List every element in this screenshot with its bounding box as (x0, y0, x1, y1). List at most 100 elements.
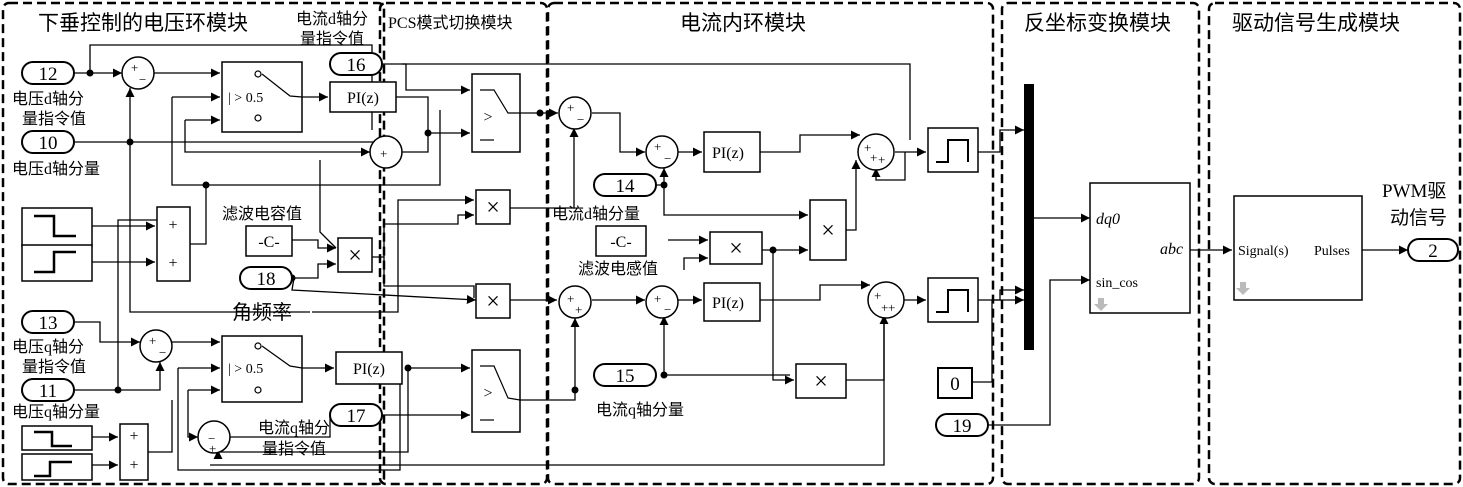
pcs-switch-q-cond: > (483, 385, 492, 402)
svg-text:+: + (567, 100, 574, 115)
svg-text:×: × (486, 289, 500, 315)
svg-text:−: − (159, 345, 166, 360)
signal-port-label: Signal(s) (1238, 244, 1289, 259)
droop-module-frame (1, 1, 386, 486)
gain-cap-label: -C- (258, 234, 279, 251)
svg-text:+: + (888, 300, 895, 315)
svg-text:−: − (577, 112, 584, 127)
inverse-module-title: 反坐标变换模块 (1024, 11, 1171, 35)
ind-label: 滤波电感值 (578, 260, 658, 278)
inner-module-frame (546, 1, 995, 486)
id-ref-label-2: 量指令值 (300, 30, 364, 48)
svg-text:+: + (567, 291, 574, 306)
svg-text:+: + (864, 140, 871, 155)
omega-label: 角频率 (232, 301, 292, 324)
svg-text:+: + (878, 152, 885, 167)
port-11-label: 11 (39, 381, 57, 402)
sincos-port-label: sin_cos (1096, 276, 1138, 291)
uq-ref-label-2: 量指令值 (22, 358, 86, 376)
svg-text:×: × (348, 243, 362, 269)
sum-droop-d (121, 56, 155, 90)
svg-text:+: + (654, 291, 661, 306)
svg-text:+: + (881, 300, 888, 315)
dq0-port-label: dq0 (1096, 211, 1120, 228)
const-0-label: 0 (950, 374, 960, 395)
pi-voltage-d (329, 81, 397, 113)
gain-ind-label: -C- (610, 234, 631, 251)
mult-id-omega (809, 199, 847, 261)
svg-text:+: + (149, 333, 156, 348)
id-ref-label-1: 电流d轴分 (296, 10, 368, 28)
pcs-switch-d-cond: > (483, 109, 492, 126)
svg-text:+: + (129, 457, 138, 474)
adder-steps-q (119, 423, 149, 481)
step-source-4 (21, 453, 93, 481)
sum-inner-d3 (857, 133, 895, 171)
sum-droop-q (139, 329, 173, 363)
port-17-label: 17 (347, 406, 366, 427)
svg-text:−: − (208, 431, 215, 446)
sum-inner-q3 (867, 281, 905, 319)
switch-q-threshold: | > 0.5 (228, 362, 263, 377)
ud-ref-label-1: 电压d轴分 (12, 90, 84, 108)
abc-port-label: abc (1160, 241, 1183, 258)
pcs-module-frame (378, 1, 549, 486)
droop-module-title: 下垂控制的电压环模块 (38, 11, 248, 35)
mult-q-cross (475, 283, 511, 319)
cap-label: 滤波电容值 (222, 205, 302, 223)
pi-current-d (703, 131, 761, 173)
svg-text:+: + (129, 428, 138, 445)
step-source-1 (21, 207, 93, 247)
svg-text:+: + (380, 146, 387, 161)
svg-text:+: + (131, 60, 138, 75)
port-18 (239, 266, 293, 290)
port-13-label: 13 (39, 313, 58, 334)
port-10 (21, 130, 75, 154)
pwm-generator (1233, 195, 1363, 301)
sum-inner-d2 (645, 135, 679, 169)
iq-ref-label-1: 电流q轴分 (258, 419, 330, 437)
pi-current-q-label: PI(z) (712, 295, 744, 312)
port-17 (329, 403, 383, 427)
port-2-label: 2 (1428, 241, 1438, 262)
sum-droop-d2 (369, 135, 403, 169)
dq0-abc-transform (1089, 182, 1191, 314)
port-19 (935, 413, 989, 437)
pwm-label-2: 动信号 (1390, 207, 1447, 229)
const-0 (937, 367, 973, 399)
mult-ind (709, 231, 763, 265)
port-12-label: 12 (39, 64, 58, 85)
sum-inner-d1 (558, 96, 592, 130)
pi-voltage-d-label: PI(z) (347, 90, 379, 107)
ud-ref-label-2: 量指令值 (22, 110, 86, 128)
svg-text:×: × (821, 218, 835, 244)
ud-label: 电压d轴分量 (12, 160, 100, 178)
svg-text:+: + (654, 139, 661, 154)
svg-text:−: − (139, 72, 146, 87)
inner-module-title: 电流内环模块 (680, 11, 806, 35)
saturation-d (927, 127, 979, 173)
iq-label: 电流q轴分量 (596, 401, 684, 419)
mult-cap (337, 237, 373, 273)
drive-module-frame (1207, 1, 1462, 486)
switch-d-threshold: | > 0.5 (228, 91, 263, 106)
pi-voltage-q (335, 351, 403, 385)
port-15-label: 15 (616, 366, 635, 387)
port-12 (21, 61, 75, 85)
svg-text:+: + (168, 255, 177, 272)
port-18-label: 18 (257, 269, 276, 290)
port-14 (593, 173, 657, 197)
port-13 (21, 310, 75, 334)
port-10-label: 10 (39, 133, 58, 154)
port-2 (1407, 238, 1459, 262)
iq-ref-label-2: 量指令值 (262, 440, 326, 458)
pwm-label-1: PWM驱 (1382, 180, 1446, 202)
sum-droop-q2 (197, 420, 231, 454)
svg-text:×: × (814, 369, 828, 395)
switch-d (221, 61, 303, 133)
switch-q (221, 335, 303, 403)
svg-text:+: + (870, 150, 877, 165)
drive-module-title: 驱动信号生成模块 (1232, 11, 1400, 35)
svg-text:+: + (168, 217, 177, 234)
